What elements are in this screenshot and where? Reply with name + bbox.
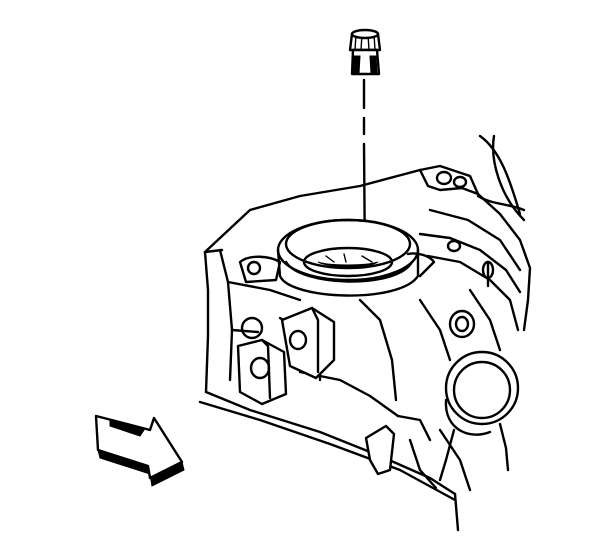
casting-housing bbox=[198, 134, 532, 532]
threaded-hole bbox=[240, 170, 495, 340]
round-port bbox=[438, 350, 520, 482]
direction-arrow bbox=[94, 414, 185, 487]
pivot-mount bbox=[236, 306, 396, 476]
housing-bore bbox=[238, 218, 436, 297]
fastener-plug bbox=[348, 28, 382, 76]
